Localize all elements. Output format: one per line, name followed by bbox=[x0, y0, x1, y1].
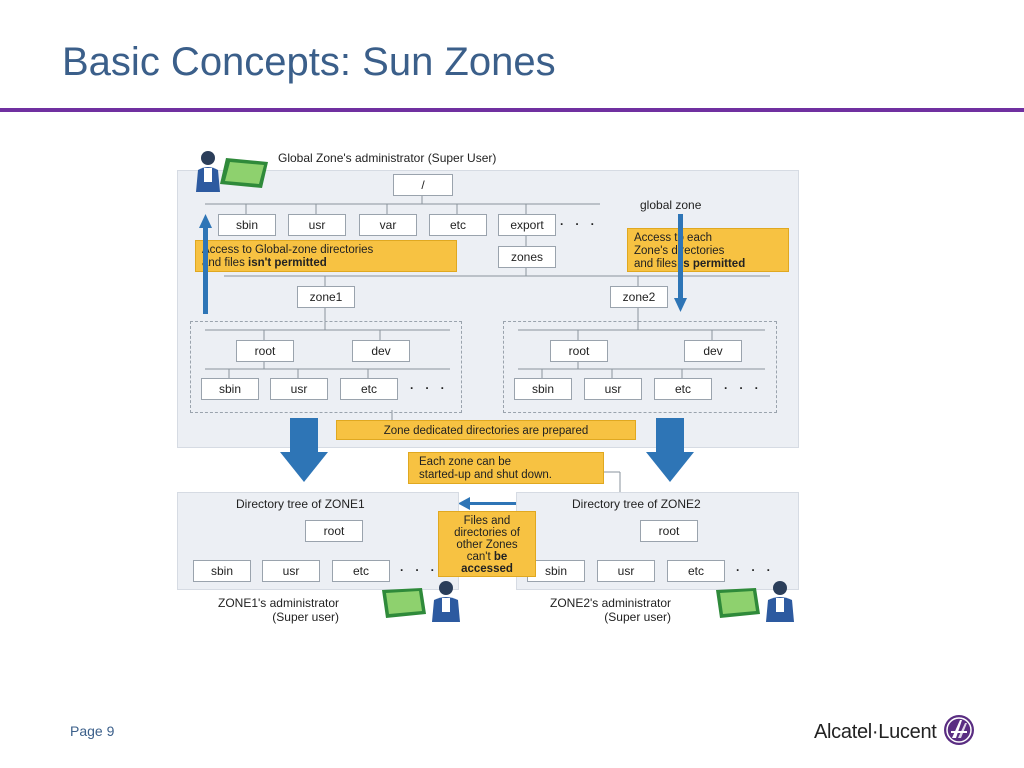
zone1-subtree-frame bbox=[190, 321, 462, 413]
zone1-tree-sbin: sbin bbox=[193, 560, 251, 582]
zone1-root-dir: root bbox=[236, 340, 294, 362]
zone1-usr-dir: usr bbox=[270, 378, 328, 400]
zone2-admin-label: ZONE2's administrator (Super user) bbox=[550, 596, 671, 624]
note-files-line3: other Zones bbox=[456, 539, 518, 551]
global-root-dir: / bbox=[393, 174, 453, 196]
zone2-admin-line1: ZONE2's administrator bbox=[550, 596, 671, 610]
note-startup: Each zone can be started-up and shut dow… bbox=[408, 452, 604, 484]
global-zone-panel bbox=[177, 170, 799, 448]
note-global-no-access-text: and files bbox=[202, 257, 249, 269]
note-global-no-access: Access to Global-zone directories and fi… bbox=[195, 240, 457, 272]
zone1-tree-usr: usr bbox=[262, 560, 320, 582]
zone2-etc-dir: etc bbox=[654, 378, 712, 400]
zone1-admin-line2: (Super user) bbox=[272, 610, 339, 624]
zone1-tree-root: root bbox=[305, 520, 363, 542]
zone1-dir: zone1 bbox=[297, 286, 355, 308]
note-zone-access-text: and files bbox=[634, 258, 681, 270]
page-number: Page 9 bbox=[70, 723, 115, 739]
note-files-line5: accessed bbox=[445, 563, 529, 575]
global-admin-label: Global Zone's administrator (Super User) bbox=[278, 151, 497, 165]
zone1-dev-dir: dev bbox=[352, 340, 410, 362]
global-dir-export: export bbox=[498, 214, 556, 236]
brand-logo: Alcatel·Lucent bbox=[814, 714, 975, 751]
slide-title: Basic Concepts: Sun Zones bbox=[62, 40, 556, 84]
zone2-more: · · · bbox=[724, 381, 763, 395]
zone1-tree-title: Directory tree of ZONE1 bbox=[236, 497, 365, 511]
zone2-tree-sbin: sbin bbox=[527, 560, 585, 582]
global-admin-icon bbox=[182, 148, 270, 192]
zone2-root-dir: root bbox=[550, 340, 608, 362]
note-zone-access-bold: is permitted bbox=[680, 258, 746, 270]
global-dir-etc: etc bbox=[429, 214, 487, 236]
note-startup-line1: Each zone can be bbox=[419, 456, 512, 468]
zone1-etc-dir: etc bbox=[340, 378, 398, 400]
zone2-dir: zone2 bbox=[610, 286, 668, 308]
zone1-sbin-dir: sbin bbox=[201, 378, 259, 400]
zone1-tree-etc: etc bbox=[332, 560, 390, 582]
zone2-tree-etc: etc bbox=[667, 560, 725, 582]
zone1-admin-icon bbox=[378, 578, 468, 622]
zone2-usr-dir: usr bbox=[584, 378, 642, 400]
global-dir-var: var bbox=[359, 214, 417, 236]
note-zone-access-line2: Zone's directories bbox=[634, 245, 725, 257]
note-files-line2: directories of bbox=[454, 527, 520, 539]
note-files-line4: can't be bbox=[445, 551, 529, 563]
zone1-more: · · · bbox=[410, 381, 449, 395]
zone2-tree-root: root bbox=[640, 520, 698, 542]
zone2-sbin-dir: sbin bbox=[514, 378, 572, 400]
zone1-admin-label: ZONE1's administrator (Super user) bbox=[218, 596, 339, 624]
zone2-tree-more: · · · bbox=[736, 563, 775, 577]
zone2-subtree-frame bbox=[503, 321, 777, 413]
zone2-admin-icon bbox=[712, 578, 802, 622]
zone1-admin-line1: ZONE1's administrator bbox=[218, 596, 339, 610]
alcatel-lucent-logo-icon bbox=[943, 714, 975, 751]
note-files-bold2: accessed bbox=[461, 563, 513, 575]
zone2-dev-dir: dev bbox=[684, 340, 742, 362]
note-global-no-access-line2: and files isn't permitted bbox=[202, 257, 450, 270]
note-files-bold1: be bbox=[493, 551, 508, 563]
note-files-line1: Files and bbox=[463, 515, 511, 527]
note-zone-access: Access to each Zone's directories and fi… bbox=[627, 228, 789, 272]
note-prepared: Zone dedicated directories are prepared bbox=[336, 420, 636, 440]
zones-dir: zones bbox=[498, 246, 556, 268]
title-divider bbox=[0, 108, 1024, 112]
global-dir-sbin: sbin bbox=[218, 214, 276, 236]
global-dirs-more: · · · bbox=[560, 217, 599, 231]
brand-name: Alcatel·Lucent bbox=[814, 720, 937, 743]
zone2-tree-title: Directory tree of ZONE2 bbox=[572, 497, 701, 511]
note-startup-line2: started-up and shut down. bbox=[419, 469, 552, 481]
note-files-text: can't bbox=[466, 551, 494, 563]
zone2-admin-line2: (Super user) bbox=[604, 610, 671, 624]
note-zone-access-line1: Access to each bbox=[634, 232, 712, 244]
global-dir-usr: usr bbox=[288, 214, 346, 236]
note-files-no-access: Files and directories of other Zones can… bbox=[438, 511, 536, 577]
note-global-no-access-line1: Access to Global-zone directories bbox=[202, 244, 374, 256]
zone1-tree-more: · · · bbox=[400, 563, 439, 577]
global-zone-label: global zone bbox=[640, 198, 702, 212]
note-global-no-access-bold: isn't permitted bbox=[248, 257, 327, 269]
zone2-tree-usr: usr bbox=[597, 560, 655, 582]
note-zone-access-line3: and files is permitted bbox=[634, 258, 782, 271]
